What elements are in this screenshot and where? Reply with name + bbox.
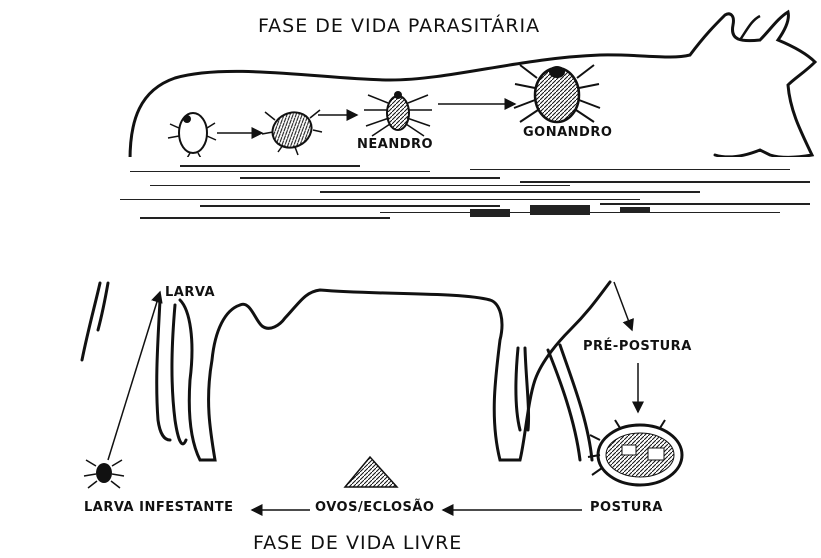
larva-label: LARVA <box>165 285 216 300</box>
cattle-back-outline <box>128 9 818 162</box>
infestant-larva-icon <box>83 459 125 489</box>
pre-postura-label: PRÉ-POSTURA <box>583 339 692 354</box>
gonandro-label: GONANDRO <box>523 125 613 140</box>
egg-pile-icon <box>343 455 399 488</box>
tick-larva-icon <box>167 112 217 161</box>
neandro-tick-icon <box>364 91 432 137</box>
free-phase-title: FASE DE VIDA LIVRE <box>253 532 463 554</box>
larva-infestante-label: LARVA INFESTANTE <box>84 500 234 515</box>
postura-label: POSTURA <box>590 500 663 515</box>
parasitic-phase-title: FASE DE VIDA PARASITÁRIA <box>258 15 541 37</box>
cattle-front-legs <box>80 281 188 446</box>
gonandro-tick-icon <box>513 64 601 124</box>
tick-nymph-icon <box>261 109 323 156</box>
engorged-female-icon <box>587 419 684 487</box>
cattle-belly-outline <box>178 280 612 462</box>
neandro-label: NEANDRO <box>357 137 434 152</box>
scan-noise-band <box>120 157 821 229</box>
ovos-eclosao-label: OVOS/ECLOSÃO <box>315 500 435 515</box>
